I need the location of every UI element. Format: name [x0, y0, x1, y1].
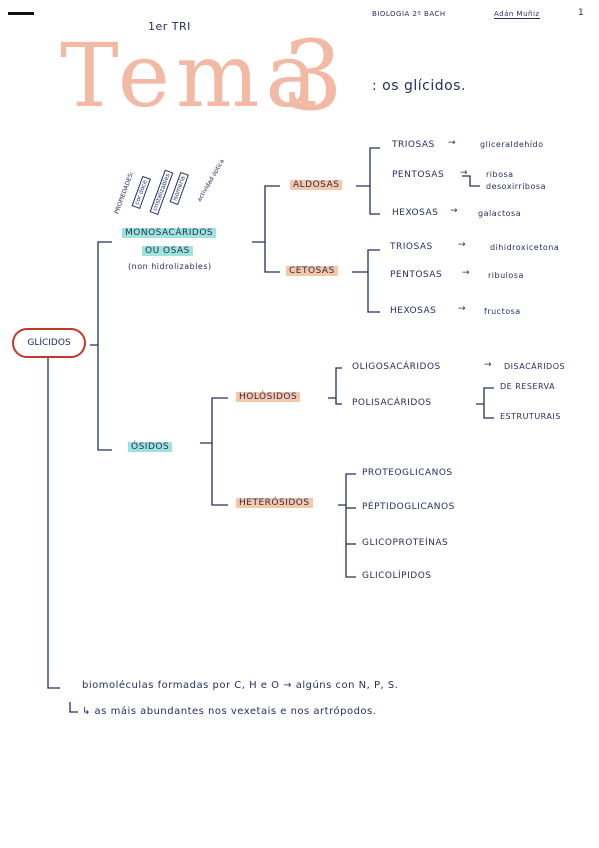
monosacaridos-label: MONOSACÁRIDOS: [122, 228, 217, 238]
cetosas-triosas-example: dihidroxicetona: [490, 243, 560, 252]
cetosas-triosas-arrow: →: [458, 240, 467, 250]
cetosas-label: CETOSAS: [286, 266, 338, 276]
header-author: Adán Muñiz: [494, 10, 540, 19]
definition-line-1: biomoléculas formadas por C, H e O → alg…: [82, 680, 399, 691]
holosidos-de-reserva: DE RESERVA: [500, 382, 556, 391]
holosidos-estruturais: ESTRUTURAIS: [500, 412, 561, 421]
title-number: 3: [282, 20, 344, 132]
cetosas-hexosas: HEXOSAS: [390, 306, 437, 316]
title-word: Tema: [60, 24, 324, 127]
heterosidos-item-2: PÉPTIDOGLICANOS: [362, 502, 455, 512]
header-tri: 1er TRI: [148, 20, 191, 33]
title-subtitle: : os glícidos.: [372, 78, 466, 94]
holosidos-oligo-arrow: →: [484, 360, 493, 370]
aldosas-triosas-example: gliceraldehído: [480, 140, 544, 149]
definition-line-2: ↳ as máis abundantes nos vexetais e nos …: [82, 706, 377, 717]
header-page-number: 1: [578, 8, 585, 18]
heterosidos-item-1: PROTEOGLICANOS: [362, 468, 453, 478]
heterosidos-item-4: GLICOLÍPIDOS: [362, 571, 432, 581]
heterosidos-item-3: GLICOPROTEÍNAS: [362, 538, 449, 548]
aldosas-hexosas-arrow: →: [450, 206, 459, 216]
aldosas-hexosas: HEXOSAS: [392, 208, 439, 218]
header-subject: BIOLOGÍA 2º BACH: [372, 10, 446, 18]
corner-dash: [8, 12, 34, 15]
cetosas-triosas: TRIOSAS: [390, 242, 433, 252]
aldosas-pentosas-example-1: ribosa: [486, 170, 514, 179]
aldosas-triosas-arrow: →: [448, 138, 457, 148]
aldosas-pentosas-example-2: desoxirribosa: [486, 182, 546, 191]
heterosidos-label: HETERÓSIDOS: [236, 498, 313, 508]
monosacaridos-note: (non hidrolizables): [128, 262, 212, 271]
aldosas-triosas: TRIOSAS: [392, 140, 435, 150]
osidos-label: ÓSIDOS: [128, 442, 173, 452]
aldosas-hexosas-example: galactosa: [478, 209, 522, 218]
cetosas-pentosas-example: ribulosa: [488, 271, 524, 280]
holosidos-label: HOLÓSIDOS: [236, 392, 301, 402]
root-glicidos: GLÍCIDOS: [12, 328, 86, 358]
monosacaridos-label-2: OU OSAS: [142, 246, 193, 256]
aldosas-pentosas: PENTOSAS: [392, 170, 445, 180]
cetosas-hexosas-example: fructosa: [484, 307, 521, 316]
cetosas-pentosas-arrow: →: [462, 268, 471, 278]
aldosas-pentosas-arrow: →: [460, 168, 469, 178]
cetosas-hexosas-arrow: →: [458, 304, 467, 314]
holosidos-disacaridos: DISACÁRIDOS: [504, 362, 566, 371]
holosidos-oligosacaridos: OLIGOSACÁRIDOS: [352, 362, 441, 372]
aldosas-label: ALDOSAS: [290, 180, 343, 190]
root-glicidos-label: GLÍCIDOS: [27, 338, 71, 348]
cetosas-pentosas: PENTOSAS: [390, 270, 443, 280]
holosidos-polisacaridos: POLISACÁRIDOS: [352, 398, 432, 408]
